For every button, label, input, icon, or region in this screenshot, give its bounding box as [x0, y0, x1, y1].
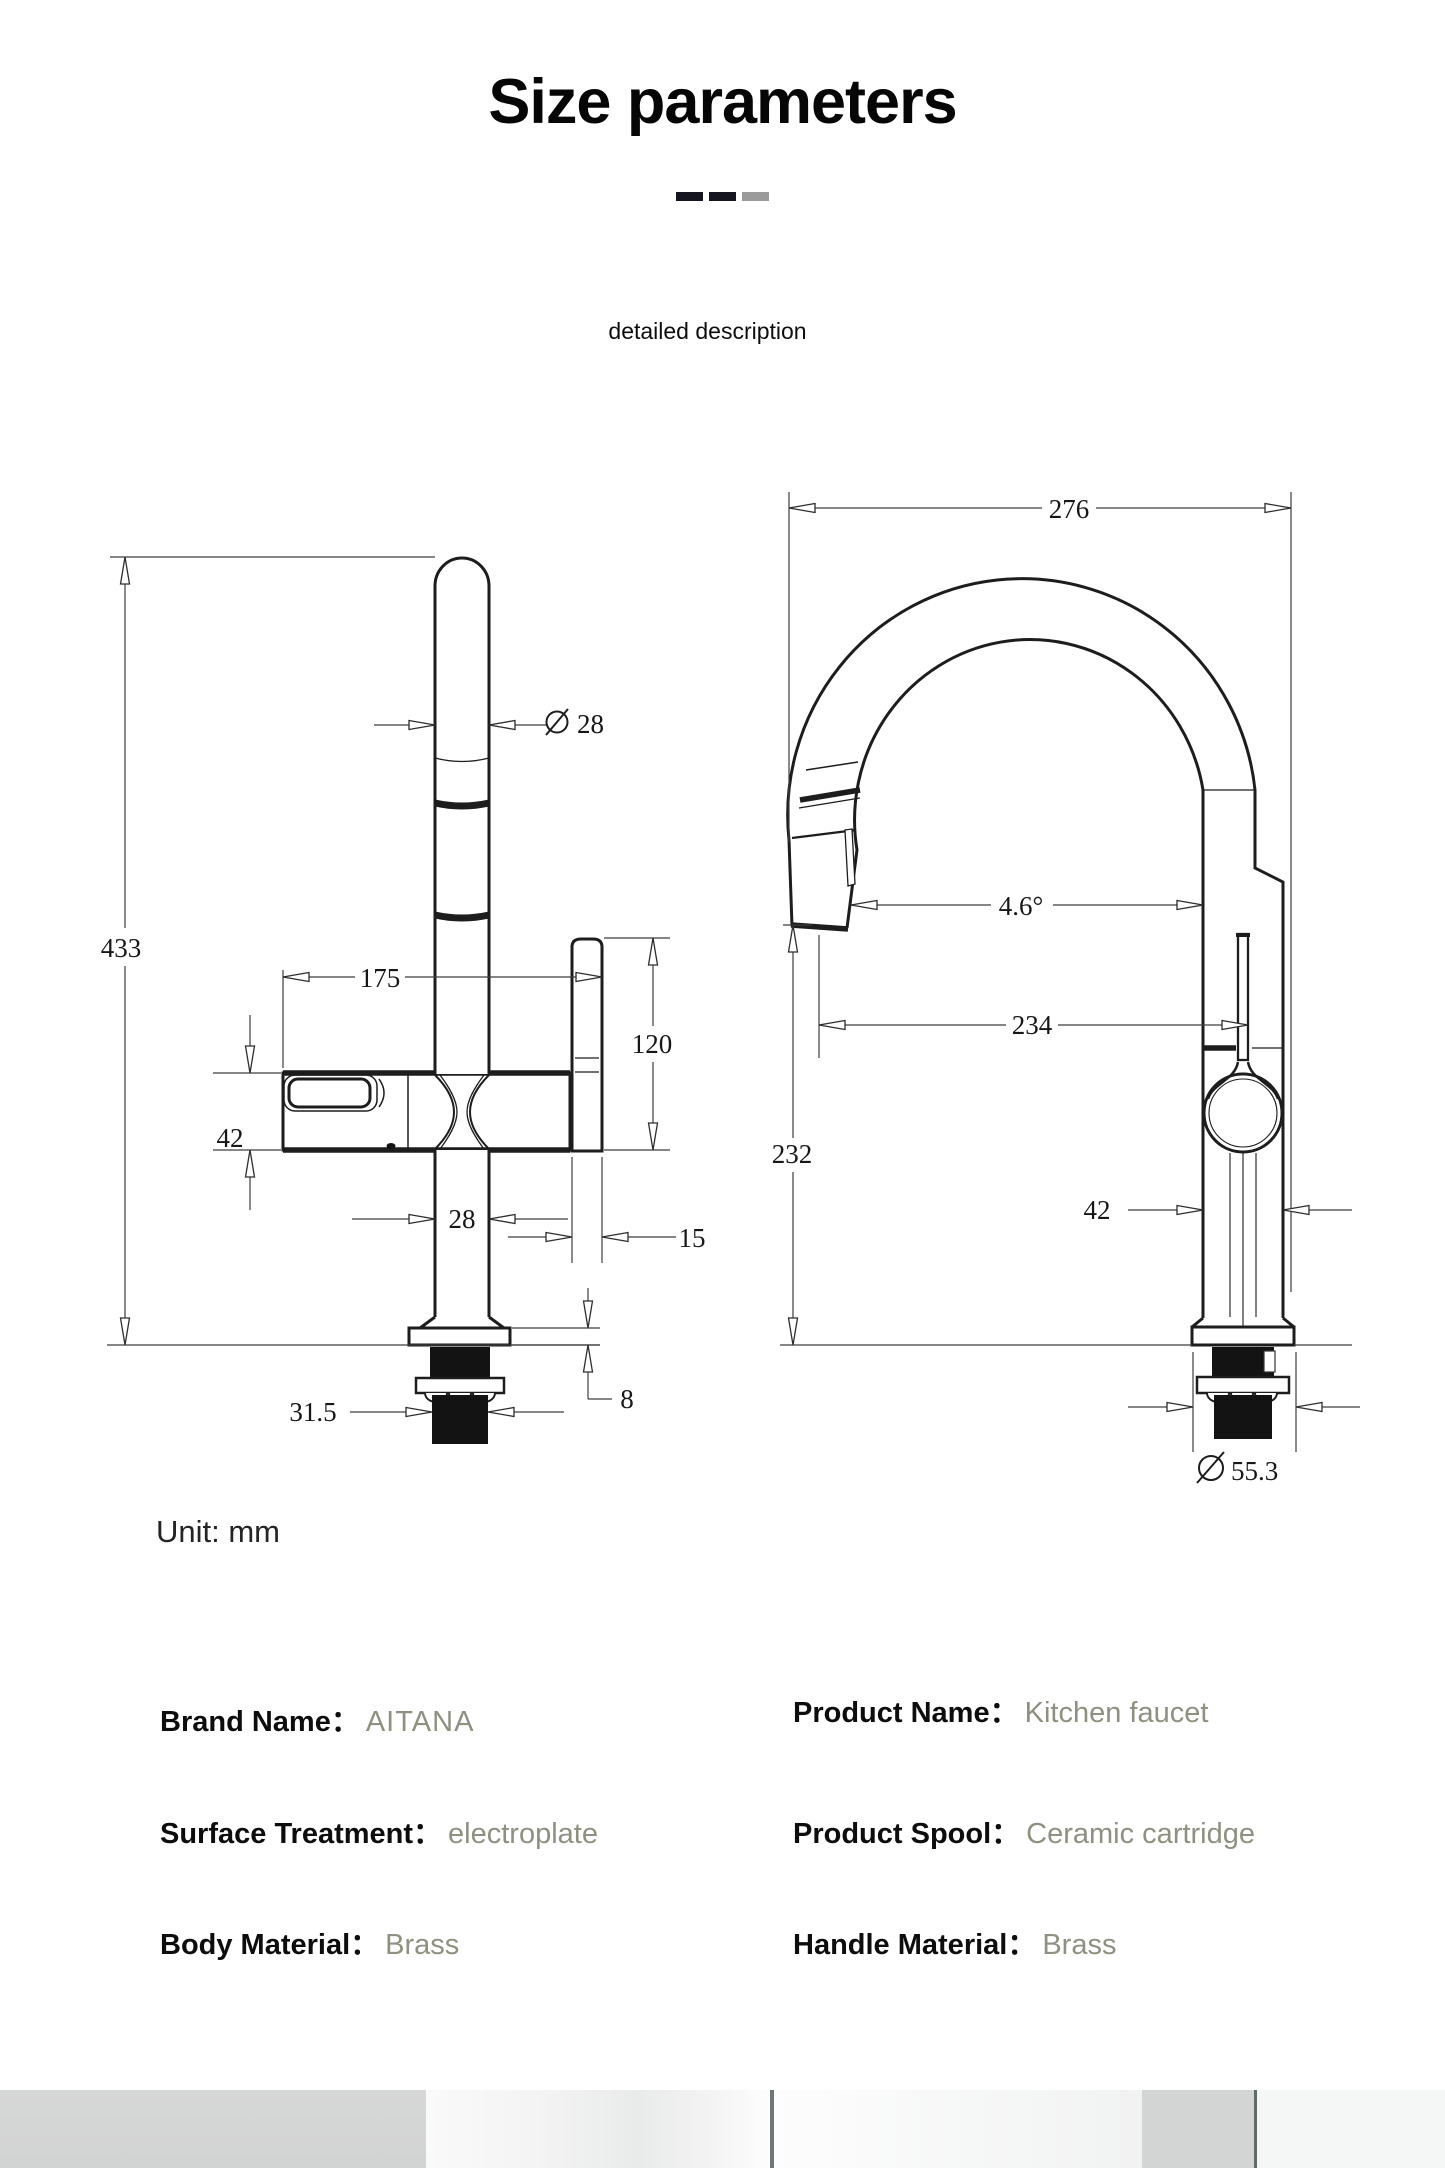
dim-outlet-width-label: 15 [679, 1223, 706, 1253]
front-handle [283, 1073, 409, 1150]
divider-dash-dark [709, 192, 736, 201]
spec-value: Ceramic cartridge [1026, 1818, 1256, 1850]
front-view-dimensions: 433 28 175 120 42 [101, 556, 706, 1427]
gooseneck-outer [786, 577, 1285, 1318]
spec-label: Body Material： [160, 1929, 380, 1961]
dim-flange-thickness-label: 8 [620, 1384, 634, 1414]
dim-spout-reach-label: 175 [360, 963, 401, 993]
diameter-symbol [1196, 1451, 1225, 1484]
photo-white-block [1257, 2090, 1445, 2168]
photo-edge-line [1254, 2090, 1257, 2168]
front-view-drawing [281, 556, 604, 1444]
dim-base-diameter-label: 55.3 [1231, 1456, 1278, 1486]
dim-outlet-height-label: 120 [632, 1029, 673, 1059]
spout-pipe [433, 556, 491, 1074]
photo-gray-block [1142, 2090, 1254, 2168]
page-subtitle: detailed description [608, 318, 807, 344]
side-view-dimensions: 276 4.6° 234 232 42 [772, 492, 1360, 1486]
spec-value: Brass [1042, 1929, 1117, 1961]
dim-handle-height-label: 42 [217, 1123, 244, 1153]
dim-spout-height-label: 232 [772, 1139, 813, 1169]
page-title: Size parameters [488, 67, 957, 137]
spec-handle-material: Handle Material：Brass [793, 1921, 1116, 1963]
spec-label: Surface Treatment： [160, 1818, 443, 1850]
spec-label: Product Spool： [793, 1818, 1021, 1850]
side-outlet [570, 937, 604, 1153]
side-handle-lever [1236, 932, 1250, 1062]
section-divider [0, 192, 1445, 201]
unit-label: Unit: mm [156, 1514, 280, 1549]
gooseneck-inner [845, 638, 1205, 1318]
dim-body-width-label: 28 [449, 1204, 476, 1234]
side-view-drawing [786, 577, 1296, 1439]
photo-white-block [426, 2090, 770, 2168]
spray-head [790, 761, 861, 932]
spec-brand-name: Brand Name：AITANA [160, 1698, 474, 1740]
dim-side-body-width-label: 42 [1084, 1195, 1111, 1225]
spec-label: Handle Material： [793, 1929, 1037, 1961]
spec-surface-treatment: Surface Treatment：electroplate [160, 1810, 598, 1852]
photo-edge-line [770, 2090, 774, 2168]
dim-overall-width-label: 276 [1049, 494, 1090, 524]
spec-product-name: Product Name：Kitchen faucet [793, 1689, 1208, 1731]
spec-value: electroplate [448, 1818, 598, 1850]
spec-label: Brand Name： [160, 1706, 360, 1738]
spec-value: AITANA [365, 1706, 475, 1738]
spec-product-spool: Product Spool：Ceramic cartridge [793, 1810, 1255, 1852]
base-flange [1190, 1325, 1296, 1347]
photo-white-block [774, 2090, 1142, 2168]
base-flange [407, 1326, 512, 1347]
dim-total-height-label: 433 [101, 933, 142, 963]
ball-joint [1202, 1072, 1284, 1154]
dim-shank-diameter-label: 31.5 [289, 1397, 336, 1427]
photo-gray-block [0, 2090, 426, 2168]
divider-dash-dark [676, 192, 703, 201]
spec-value: Brass [385, 1929, 460, 1961]
spec-body-material: Body Material：Brass [160, 1921, 459, 1963]
mounting-shank [430, 1347, 490, 1378]
divider-dash-gray [742, 192, 769, 201]
dim-spout-diameter-label: 28 [577, 709, 604, 739]
spec-value: Kitchen faucet [1024, 1697, 1209, 1729]
dim-side-reach-label: 234 [1012, 1010, 1053, 1040]
spec-label: Product Name： [793, 1697, 1019, 1729]
diameter-symbol [545, 708, 569, 736]
dim-spray-angle-label: 4.6° [999, 891, 1044, 921]
